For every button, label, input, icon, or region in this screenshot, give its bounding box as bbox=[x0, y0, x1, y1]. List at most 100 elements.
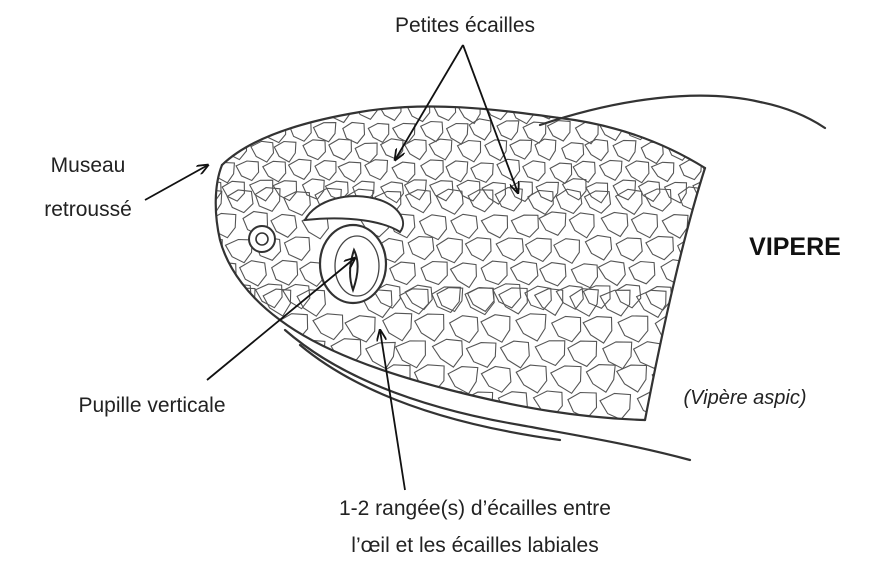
scale-cell bbox=[209, 213, 236, 237]
scale-cell bbox=[481, 367, 511, 393]
scale-cell bbox=[617, 365, 647, 392]
scale-cell bbox=[451, 214, 478, 238]
scale-cell bbox=[420, 215, 447, 240]
arrow-museau bbox=[145, 165, 208, 200]
scale-cell bbox=[485, 140, 507, 161]
scale-cell bbox=[554, 239, 580, 264]
scale-texture bbox=[191, 99, 727, 421]
label-species: (Vipère aspic) bbox=[683, 387, 806, 409]
scale-cell bbox=[501, 341, 530, 368]
scale-cell bbox=[245, 365, 274, 391]
scale-cell bbox=[196, 103, 218, 123]
scale-cell bbox=[569, 213, 594, 238]
scale-cell bbox=[379, 100, 401, 120]
scale-cell bbox=[421, 122, 443, 142]
scale-cell bbox=[616, 238, 642, 261]
scale-cell bbox=[625, 120, 648, 140]
scale-cell bbox=[433, 339, 463, 367]
scale-cell bbox=[251, 141, 274, 162]
scale-cell bbox=[230, 394, 258, 421]
scale-cell bbox=[556, 189, 582, 213]
label-retrousse: retroussé bbox=[44, 198, 132, 221]
scale-cell bbox=[261, 395, 289, 421]
scale-cell bbox=[196, 286, 221, 310]
scale-cell bbox=[198, 143, 220, 162]
scale-cell bbox=[345, 316, 375, 342]
scale-cell bbox=[600, 290, 630, 316]
scale-cell bbox=[263, 338, 291, 366]
scale-cell bbox=[691, 211, 718, 236]
scale-cell bbox=[523, 161, 545, 181]
scale-cell bbox=[197, 190, 222, 215]
scale-cell bbox=[303, 179, 325, 199]
scale-cell bbox=[396, 341, 426, 368]
scale-cell bbox=[212, 120, 234, 141]
scale-cell bbox=[618, 316, 648, 342]
scale-cell bbox=[467, 343, 496, 368]
scale-cell bbox=[552, 316, 581, 341]
scale-cell bbox=[675, 284, 699, 308]
scale-cell bbox=[240, 261, 267, 286]
scale-cell bbox=[667, 103, 690, 124]
scale-cell bbox=[689, 140, 712, 160]
scale-cell bbox=[482, 183, 505, 205]
scale-cell bbox=[225, 102, 247, 122]
scale-cell bbox=[562, 143, 584, 162]
scale-cell bbox=[209, 262, 236, 287]
scale-cell bbox=[600, 393, 631, 419]
scale-cell bbox=[600, 160, 622, 180]
scale-cell bbox=[390, 262, 416, 284]
scale-cell bbox=[551, 366, 581, 393]
scale-cell bbox=[493, 284, 521, 308]
scale-cell bbox=[314, 123, 336, 142]
scale-cell bbox=[496, 238, 523, 261]
scale-cell bbox=[678, 120, 701, 140]
label-petites-ecailles: Petites écailles bbox=[395, 14, 535, 37]
scale-cell bbox=[632, 213, 658, 238]
scale-cell bbox=[585, 236, 611, 261]
scale-cell bbox=[383, 313, 412, 341]
scale-cell bbox=[277, 102, 300, 122]
scale-cell bbox=[466, 238, 492, 261]
scale-cell bbox=[430, 181, 453, 201]
label-pupille-verticale: Pupille verticale bbox=[78, 394, 225, 417]
scale-cell bbox=[516, 314, 546, 341]
scale-cell bbox=[450, 316, 479, 343]
scale-cell bbox=[704, 163, 726, 183]
scale-cell bbox=[571, 264, 597, 288]
arrow-petites-ecailles-right bbox=[463, 45, 518, 193]
scale-cell bbox=[458, 141, 481, 162]
scale-cell bbox=[497, 121, 519, 140]
scale-cell bbox=[263, 289, 291, 316]
scale-cell bbox=[585, 140, 608, 161]
scale-cell bbox=[406, 190, 431, 213]
scale-cell bbox=[568, 341, 597, 366]
scale-cell bbox=[583, 317, 612, 344]
scale-cell bbox=[436, 189, 463, 214]
arrow-petites-ecailles-left bbox=[395, 45, 463, 160]
scale-cell bbox=[629, 262, 655, 284]
scale-cell bbox=[451, 263, 477, 288]
scale-cell bbox=[535, 289, 563, 316]
scale-cell bbox=[652, 162, 674, 181]
scale-cell bbox=[639, 99, 661, 121]
scale-cell bbox=[447, 124, 468, 145]
scale-cell bbox=[289, 159, 311, 179]
scale-cell bbox=[212, 315, 240, 341]
scale-cell bbox=[511, 215, 538, 237]
scale-cell bbox=[226, 240, 253, 263]
scale-cell bbox=[586, 365, 615, 393]
scale-cell bbox=[671, 289, 700, 316]
arrow-pupille bbox=[207, 258, 355, 380]
title-vipere: VIPERE bbox=[749, 233, 841, 261]
scale-cell bbox=[601, 213, 628, 237]
scale-cell bbox=[655, 315, 683, 343]
scale-cell bbox=[707, 120, 728, 141]
scale-cell bbox=[446, 161, 468, 182]
scale-cell bbox=[637, 392, 665, 417]
label-rangee-line1: 1-2 rangée(s) d’écailles entre bbox=[339, 497, 611, 520]
nostril bbox=[249, 226, 275, 252]
scale-cell bbox=[236, 161, 259, 181]
scale-cell bbox=[408, 237, 434, 260]
